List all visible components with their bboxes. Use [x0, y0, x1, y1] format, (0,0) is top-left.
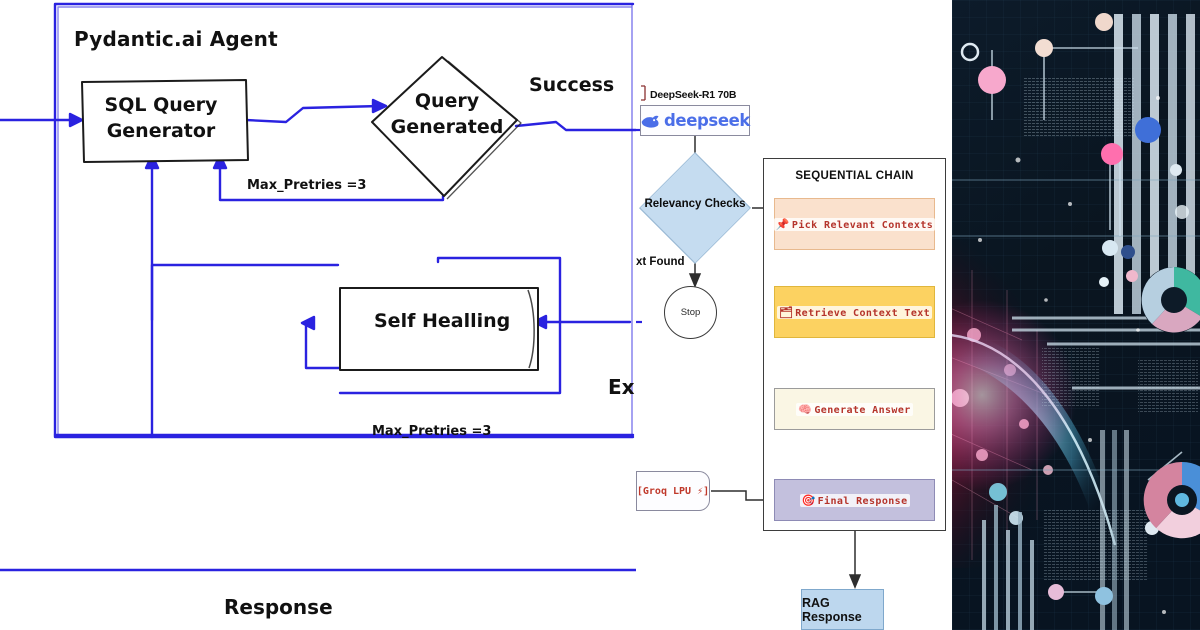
flowchart-panel: DeepSeek-R1 70B deepseek Relevancy Check…: [636, 0, 952, 630]
node-sql-query-generator: SQL Query Generator: [101, 92, 221, 144]
edge-label-execute-clipped: Ex: [608, 375, 635, 399]
chain-step-label: Final Response: [817, 495, 908, 507]
sql-gen-line1: SQL Query: [104, 94, 218, 116]
relevancy-checks-label: Relevancy Checks: [644, 198, 746, 210]
edge-label-no-context-found: xt Found: [636, 256, 685, 268]
query-gen-line2: Generated: [390, 116, 504, 138]
target-icon: 🎯: [801, 493, 816, 507]
card-index-divider-icon: 🗂: [778, 305, 794, 319]
brain-icon: 🧠: [798, 402, 813, 416]
node-self-healing: Self Healling: [374, 310, 511, 332]
chain-step-label: Pick Relevant Contexts: [791, 219, 934, 231]
agent-diagram-panel: Pydantic.ai Agent SQL Query Generator Qu…: [0, 2, 636, 619]
deepseek-wordmark: deepseek: [664, 111, 750, 130]
chain-step-label: Retrieve Context Text: [795, 307, 931, 319]
agent-diagram-svg: [0, 2, 636, 572]
pushpin-icon: 📌: [775, 217, 790, 231]
sql-gen-line2: Generator: [106, 120, 216, 142]
ai-artwork: [952, 0, 1200, 630]
stop-terminal-node[interactable]: Stop: [664, 286, 717, 339]
query-gen-line1: Query: [414, 90, 480, 112]
chain-step-pick-relevant-contexts[interactable]: 📌Pick Relevant Contexts: [773, 198, 936, 250]
chain-step-retrieve-context-text[interactable]: 🗂Retrieve Context Text: [774, 286, 935, 338]
agent-title: Pydantic.ai Agent: [74, 27, 278, 51]
chain-step-generate-answer[interactable]: 🧠Generate Answer: [774, 388, 935, 430]
edge-label-success: Success: [529, 74, 615, 96]
sequential-chain-title: SEQUENTIAL CHAIN: [795, 170, 914, 182]
groq-lpu-runtime-box[interactable]: [Groq LPU ⚡]: [636, 471, 710, 511]
node-query-generated: Query Generated: [388, 88, 506, 140]
chain-step-label: Generate Answer: [814, 404, 911, 416]
deepseek-whale-icon: [641, 115, 659, 128]
stop-label: Stop: [680, 307, 701, 318]
rag-response-output-box: RAG Response: [801, 589, 884, 630]
model-caption: DeepSeek-R1 70B: [650, 89, 737, 101]
ai-artwork-panel: [952, 0, 1200, 630]
response-label: Response: [224, 595, 333, 619]
chain-step-final-response[interactable]: 🎯Final Response: [774, 479, 935, 521]
edge-label-max-pretries-top: Max_Pretries =3: [247, 178, 367, 193]
edge-label-max-pretries-bottom: Max_Pretries =3: [372, 424, 492, 439]
deepseek-model-box[interactable]: deepseek: [640, 105, 750, 136]
